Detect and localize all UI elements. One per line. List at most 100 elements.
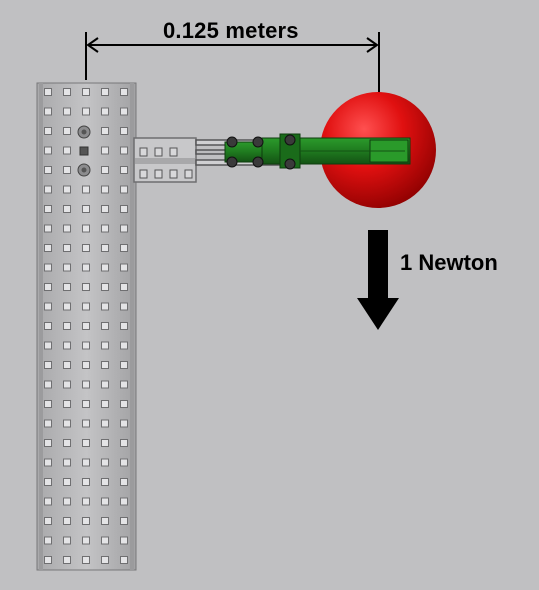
beam-hole — [82, 517, 90, 525]
beam-hole — [63, 361, 71, 369]
beam-hole — [44, 556, 52, 564]
beam-hole — [101, 302, 109, 311]
beam-hole — [120, 224, 128, 233]
beam-hole — [120, 478, 128, 486]
beam-hole — [120, 400, 128, 408]
beam-hole — [101, 478, 109, 486]
beam-hole — [82, 458, 90, 467]
beam-hole — [63, 322, 71, 330]
beam-hole — [63, 458, 71, 467]
beam-hole — [82, 244, 90, 252]
beam-hole — [120, 497, 128, 506]
beam-hole — [82, 283, 90, 291]
beam-hole — [63, 244, 71, 252]
beam-hole — [44, 107, 52, 116]
beam-hole — [63, 88, 71, 96]
beam-hole — [120, 146, 128, 155]
beam-hole — [101, 361, 109, 369]
beam-hole — [82, 205, 90, 213]
beam-hole — [44, 88, 52, 96]
beam-hole — [44, 380, 52, 389]
beam-hole — [63, 536, 71, 545]
beam-hole — [44, 263, 52, 272]
beam-hole — [120, 185, 128, 194]
beam-hole — [44, 244, 52, 252]
beam-hole — [63, 556, 71, 564]
beam-hole — [101, 536, 109, 545]
beam-hole — [63, 283, 71, 291]
beam-hole — [120, 536, 128, 545]
beam-hole — [44, 205, 52, 213]
beam-hole — [101, 458, 109, 467]
beam-hole — [101, 283, 109, 291]
beam-hole — [101, 400, 109, 408]
beam-holes — [44, 88, 128, 564]
beam-hole — [63, 127, 71, 135]
beam-hole — [120, 341, 128, 350]
joint-pins — [226, 134, 296, 170]
beam-hole — [82, 419, 90, 428]
beam-hole — [44, 302, 52, 311]
beam-hole — [44, 283, 52, 291]
beam-hole — [82, 341, 90, 350]
beam-hole — [44, 166, 52, 174]
beam-hole — [44, 127, 52, 135]
beam-hole — [101, 88, 109, 96]
beam-hole — [120, 283, 128, 291]
mounting-bracket — [133, 137, 197, 183]
beam-hole — [101, 439, 109, 447]
beam-hole — [82, 322, 90, 330]
beam-hole — [120, 458, 128, 467]
beam-hole — [82, 497, 90, 506]
beam-hole — [82, 439, 90, 447]
beam-hole — [44, 322, 52, 330]
beam-hole — [101, 224, 109, 233]
beam-hole — [82, 556, 90, 564]
beam-hole — [44, 536, 52, 545]
beam-hole — [82, 224, 90, 233]
beam-hole — [101, 380, 109, 389]
beam-hole — [120, 244, 128, 252]
beam-hole — [44, 517, 52, 525]
beam-hole — [120, 127, 128, 135]
beam-hole — [101, 205, 109, 213]
beam-hole — [44, 146, 52, 155]
beam-hole — [63, 166, 71, 174]
beam-hole — [120, 88, 128, 96]
beam-hole — [82, 185, 90, 194]
beam-hole — [44, 185, 52, 194]
vertical-beam — [36, 82, 137, 571]
beam-hole — [101, 419, 109, 428]
beam-hole — [63, 224, 71, 233]
beam-hole — [120, 517, 128, 525]
beam-hole — [63, 419, 71, 428]
beam-hole — [63, 185, 71, 194]
beam-hole — [120, 322, 128, 330]
beam-hole — [82, 478, 90, 486]
beam-hole — [44, 361, 52, 369]
beam-hole — [63, 380, 71, 389]
beam-bolts — [77, 125, 91, 177]
beam-hole — [120, 166, 128, 174]
beam-hole — [120, 302, 128, 311]
beam-hole — [63, 400, 71, 408]
force-label: 1 Newton — [400, 250, 498, 275]
beam-hole — [44, 497, 52, 506]
beam-hole — [120, 380, 128, 389]
beam-hole — [82, 400, 90, 408]
beam-hole — [82, 302, 90, 311]
beam-hole — [44, 458, 52, 467]
beam-hole — [101, 127, 109, 135]
beam-hole — [82, 263, 90, 272]
distance-label: 0.125 meters — [163, 18, 299, 43]
beam-hole — [63, 302, 71, 311]
dimension-line — [85, 32, 380, 93]
beam-hole — [82, 380, 90, 389]
beam-hole — [101, 244, 109, 252]
beam-hole — [101, 341, 109, 350]
beam-hole — [63, 517, 71, 525]
beam-hole — [82, 88, 90, 96]
beam-hole — [120, 556, 128, 564]
beam-hole — [63, 439, 71, 447]
beam-hole — [101, 497, 109, 506]
